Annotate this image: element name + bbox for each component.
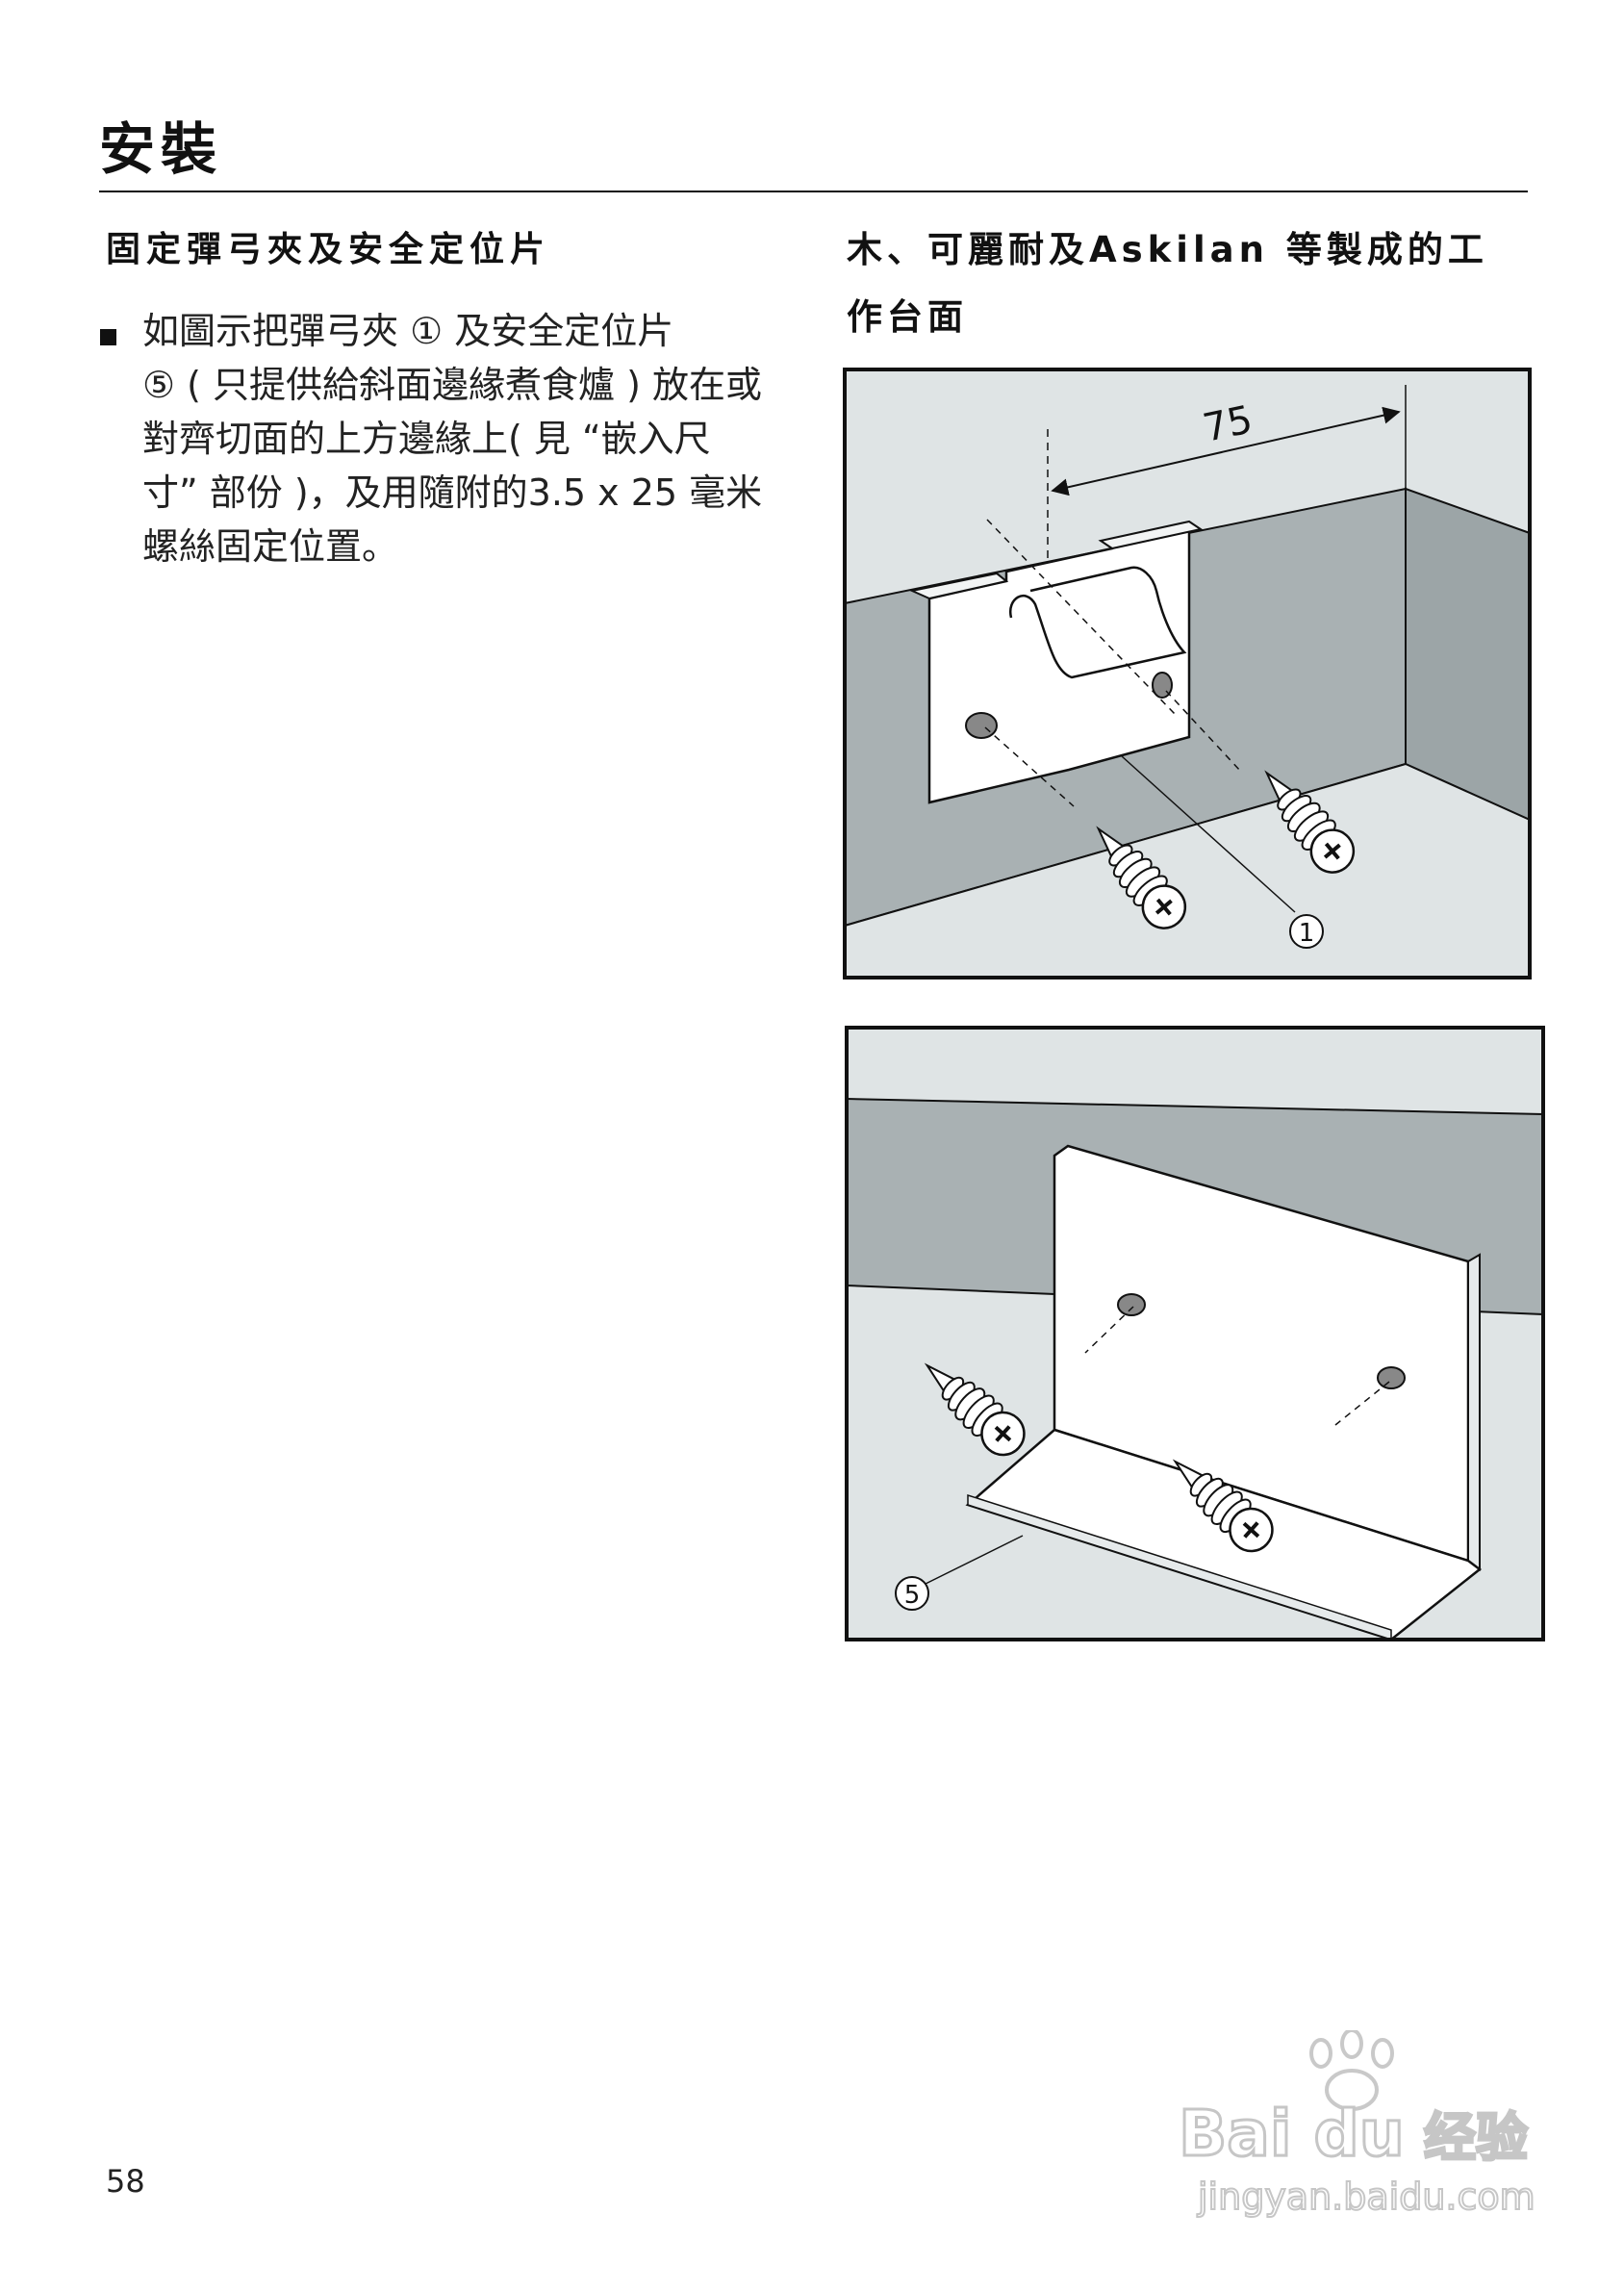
instruction-paragraph: 如圖示把彈弓夾 ① 及安全定位片 ⑤ ( 只提供給斜面邊緣煮食爐 ) 放在或 對…: [142, 304, 797, 573]
section-heading-worktop: 木、可麗耐及Askilan 等製成的工 作台面: [847, 216, 1539, 351]
watermark-brand-cn: 经验: [1424, 2107, 1528, 2168]
instruction-line: ⑤ ( 只提供給斜面邊緣煮食爐 ) 放在或: [142, 364, 763, 406]
dimension-label: 75: [1200, 397, 1256, 451]
title-divider: [99, 191, 1528, 192]
instruction-line: 寸” 部份 )，及用隨附的3.5 x 25 毫米: [142, 471, 763, 514]
bullet-marker: [100, 329, 116, 345]
instruction-line: 如圖示把彈弓夾 ① 及安全定位片: [142, 310, 674, 352]
instruction-line: 對齊切面的上方邊緣上( 見 “嵌入尺: [142, 418, 711, 460]
figure-spring-clip: 75 1: [843, 368, 1532, 980]
baidu-watermark: Bai du 经验 jingyan.baidu.com: [1178, 2030, 1536, 2219]
page-number: 58: [106, 2163, 145, 2200]
section-heading-worktop-line1: 木、可麗耐及Askilan 等製成的工: [847, 229, 1488, 270]
callout-1: 1: [1299, 919, 1315, 948]
figure-safety-bracket: 5: [845, 1026, 1545, 1641]
instruction-line: 螺絲固定位置。: [142, 525, 399, 568]
watermark-brand: Bai du: [1179, 2097, 1405, 2171]
page-title: 安裝: [99, 116, 223, 182]
callout-5: 5: [904, 1581, 921, 1610]
section-heading-worktop-line2: 作台面: [847, 296, 968, 338]
section-heading-clips: 固定彈弓夾及安全定位片: [106, 230, 551, 269]
watermark-url: jingyan.baidu.com: [1197, 2176, 1535, 2218]
